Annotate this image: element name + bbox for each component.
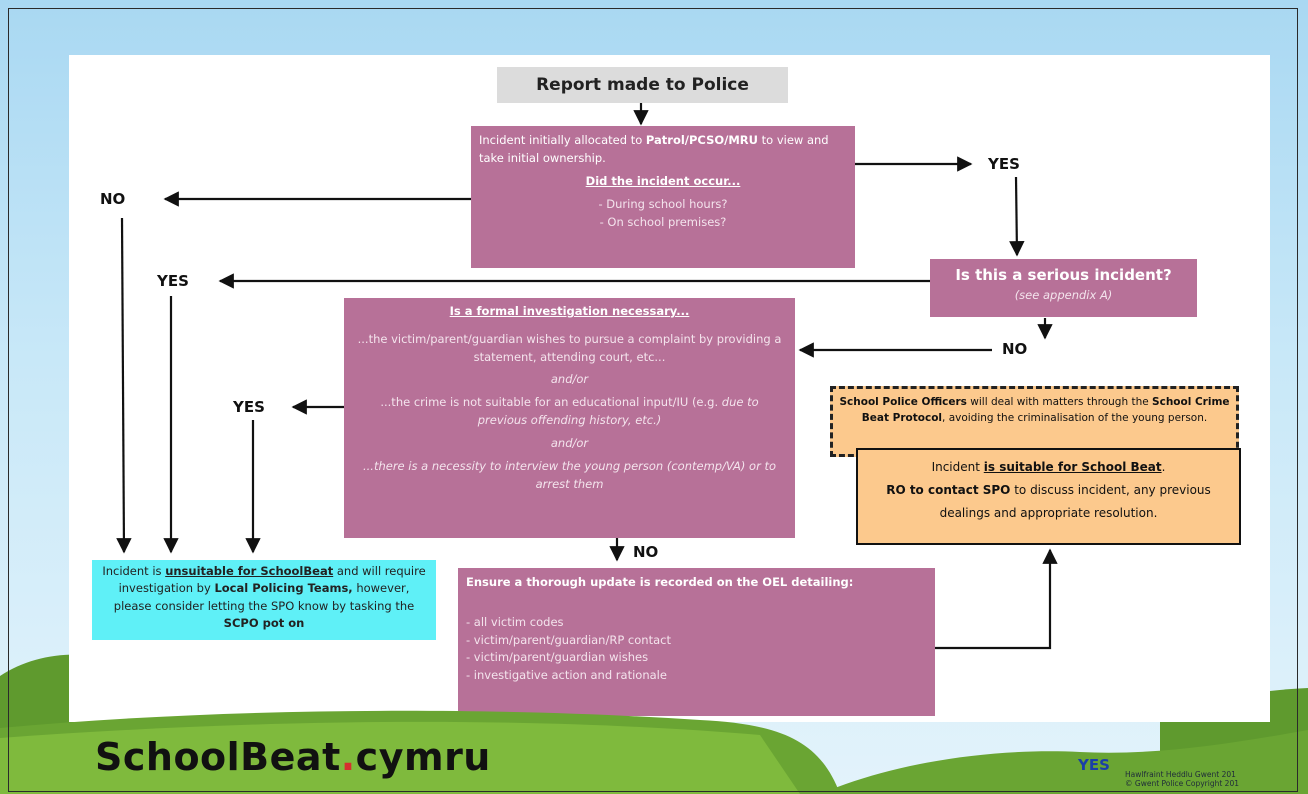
victim-codes-item: - all victim codes — [466, 614, 564, 629]
interview-arrest-text: ...there is a necessity to interview the… — [362, 458, 777, 491]
unsuitable-t3: however, please consider letting the SPO… — [113, 581, 415, 613]
no-label-formal: NO — [633, 543, 659, 561]
yes-label-formal: YES — [233, 398, 265, 416]
unsuitable-b2: Local Policing Teams, — [214, 581, 353, 596]
formal-investigation-title: Is a formal investigation necessary... — [449, 304, 690, 318]
no-label-left: NO — [100, 190, 126, 208]
copyright-english: © Gwent Police Copyright 201 — [1125, 779, 1240, 789]
yes-label-right: YES — [988, 155, 1020, 173]
spo-protocol-b2: School Crime Beat Protocol — [861, 396, 1230, 424]
yes-label-serious: YES — [157, 272, 189, 290]
guardian-wishes-item: - victim/parent/guardian wishes — [466, 650, 649, 665]
formal-investigation-box: Is a formal investigation necessary... .… — [344, 298, 795, 538]
logo-text-a: SchoolBeat — [95, 735, 341, 779]
school-hours-item: - During school hours? — [598, 197, 728, 212]
allocation-text: Incident initially allocated to Patrol/P… — [479, 132, 847, 168]
unsuitable-box: Incident is unsuitable for SchoolBeat an… — [92, 560, 436, 640]
investigative-action-item: - investigative action and rationale — [466, 668, 667, 683]
suitable-box: Incident is suitable for School Beat. RO… — [856, 448, 1241, 545]
allocation-text-post: to view and take initial ownership. — [479, 133, 829, 165]
unsuitable-t1: Incident is — [102, 564, 166, 578]
copyright-welsh: Hawlfraint Heddlu Gwent 201 — [1125, 770, 1236, 779]
allocation-text-pre: Incident initially allocated to — [479, 133, 646, 147]
suitable-line-end: . — [1161, 460, 1166, 474]
school-premises-item: - On school premises? — [599, 215, 727, 230]
crime-not-suitable-text: ...the crime is not suitable for an educ… — [356, 394, 783, 430]
and-or-1: and/or — [550, 372, 589, 387]
footer-yes: YES — [1078, 756, 1110, 774]
no-label-serious: NO — [1002, 340, 1028, 358]
unsuitable-b3: SCPO pot on — [223, 615, 305, 630]
serious-incident-box: Is this a serious incident? (see appendi… — [930, 259, 1197, 317]
unsuitable-b1: unsuitable for SchoolBeat — [165, 564, 334, 578]
report-box: Report made to Police — [497, 67, 788, 103]
allocation-text-bold: Patrol/PCSO/MRU — [645, 133, 758, 147]
incident-occur-question: Did the incident occur... — [585, 173, 741, 188]
spo-protocol-t2: , avoiding the criminalisation of the yo… — [942, 411, 1208, 424]
unsuitable-t2: and will require investigation by — [118, 564, 426, 596]
contact-spo-bold: RO to contact SPO — [886, 482, 1011, 497]
oel-update-title: Ensure a thorough update is recorded on … — [466, 575, 854, 589]
appendix-note: (see appendix A) — [1014, 288, 1113, 303]
victim-complaint-text: ...the victim/parent/guardian wishes to … — [357, 331, 782, 364]
contact-spo-text: to discuss incident, any previous dealin… — [939, 482, 1211, 520]
contact-spo-line: RO to contact SPO to discuss incident, a… — [868, 479, 1229, 525]
spo-protocol-b1: School Police Officers — [839, 396, 967, 408]
arrow-yes-to-serious — [1009, 176, 1025, 257]
suitable-line-bold: is suitable for School Beat — [983, 460, 1162, 474]
rp-contact-item: - victim/parent/guardian/RP contact — [466, 632, 671, 647]
serious-incident-title: Is this a serious incident? — [955, 266, 1172, 284]
spo-protocol-t1: will deal with matters through the — [966, 396, 1153, 408]
logo-dot: . — [340, 735, 356, 779]
crime-not-suitable-text-a: ...the crime is not suitable for an educ… — [380, 395, 722, 410]
oel-update-box: Ensure a thorough update is recorded on … — [458, 568, 935, 716]
suitable-line: Incident is suitable for School Beat. — [868, 456, 1229, 479]
copyright-notice: Hawlfraint Heddlu Gwent 201 © Gwent Poli… — [1125, 770, 1239, 789]
arrow-ensure-to-suitable — [935, 548, 1058, 650]
crime-not-suitable-text-b: due to previous offending history, etc.) — [477, 395, 759, 428]
report-box-text: Report made to Police — [536, 75, 749, 95]
schoolbeat-logo: SchoolBeat.cymru — [95, 735, 491, 779]
arrow-no-down — [116, 217, 132, 554]
logo-text-b: cymru — [355, 735, 491, 779]
spo-protocol-note: School Police Officers will deal with ma… — [830, 386, 1239, 457]
and-or-2: and/or — [550, 435, 589, 450]
allocation-box: Incident initially allocated to Patrol/P… — [471, 126, 855, 268]
suitable-line-pre: Incident — [931, 460, 984, 474]
